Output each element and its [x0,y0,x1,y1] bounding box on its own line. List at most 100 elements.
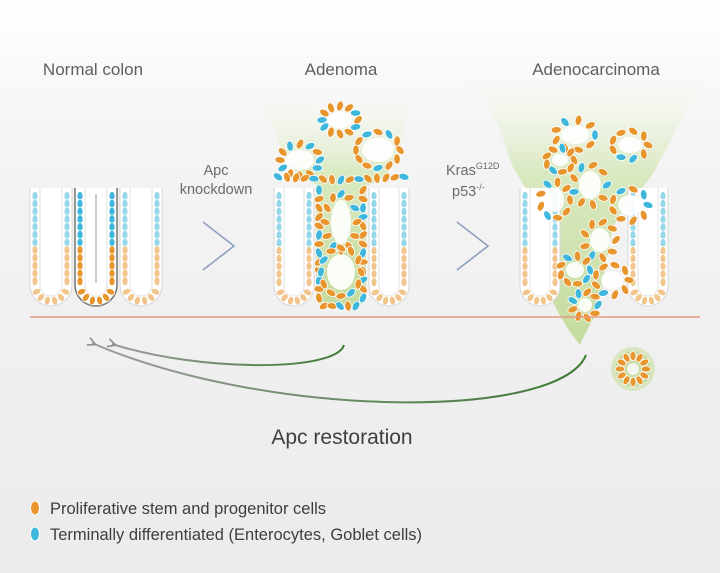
cell [370,277,378,288]
cell [335,243,347,253]
cell [351,217,363,227]
cell [581,256,592,266]
cell [587,161,599,170]
crypt [368,188,410,307]
cell [601,180,613,190]
cell [585,140,596,150]
cell [579,242,591,250]
invasive-cell-cluster [611,347,655,391]
cell [562,277,573,288]
cell [299,173,311,183]
cell [313,195,325,203]
cell [621,264,629,276]
cell [589,309,601,318]
cell [384,160,394,171]
cell [597,167,609,177]
cell [551,134,561,146]
cell [567,296,578,305]
cell [615,215,627,223]
cell [343,103,355,113]
cell [585,121,596,130]
cell [372,127,384,137]
cell [60,288,71,296]
cell [642,201,654,209]
cell [639,371,650,380]
cell [598,262,609,272]
cell [327,126,335,138]
cell [283,171,291,183]
cell [543,210,552,221]
step-label-kras: KrasG12D [446,161,500,179]
cell [642,140,654,150]
cell [397,288,408,297]
cell [547,145,559,154]
cell [586,264,594,276]
cell [393,135,401,147]
cell [302,288,313,297]
cell [351,300,361,312]
cell [361,161,373,170]
cell [286,140,294,152]
crypt [273,188,315,307]
cell [354,254,363,266]
crypt [29,188,73,307]
cell [346,288,356,298]
cell [628,126,639,136]
cell [609,261,621,270]
cell [608,144,618,155]
cell [622,352,631,363]
cell [335,128,345,140]
cell [533,295,541,306]
adenocarcinoma-side-crypts [519,188,669,307]
legend-label-proliferative: Proliferative stem and progenitor cells [50,500,326,518]
cell [629,376,637,388]
cell [566,147,576,158]
cell [608,205,618,216]
cell [622,375,631,386]
cell [350,123,362,131]
cell [311,164,323,172]
cell [293,295,301,306]
cell [567,305,579,314]
cell [588,218,596,231]
adenocarcinoma-cells [535,114,654,323]
cell [319,122,330,132]
crypt [627,188,669,307]
cell [535,190,547,198]
cell [582,287,593,297]
normal-colon-crypts [29,188,163,307]
cell [616,358,627,367]
cell [51,295,59,306]
cell [329,192,337,204]
restoration-arrow-adenocarcinoma [92,343,587,404]
cell [319,108,330,118]
cell [553,176,562,188]
cell [629,288,640,297]
cell [597,217,608,227]
cell [121,288,132,296]
cell [321,232,333,240]
cell [272,172,284,182]
cell [353,175,365,183]
cell [551,277,559,288]
cell [147,293,156,302]
cell [370,288,381,297]
chevron-right-icon [456,221,490,271]
cell [555,261,567,270]
cell [606,224,618,233]
cell [574,114,583,126]
adenoma-cells [272,100,410,312]
cell [133,295,141,306]
cell [541,151,552,161]
cell [606,247,618,256]
cell [287,295,295,306]
cell [615,187,627,196]
cell [598,252,608,263]
cell [647,295,655,306]
cell [635,352,644,363]
cell [373,172,381,184]
step-label-apc: Apc [204,163,229,179]
legend-blue-cell-icon [30,526,40,542]
cell [656,288,667,297]
cell [589,292,601,301]
